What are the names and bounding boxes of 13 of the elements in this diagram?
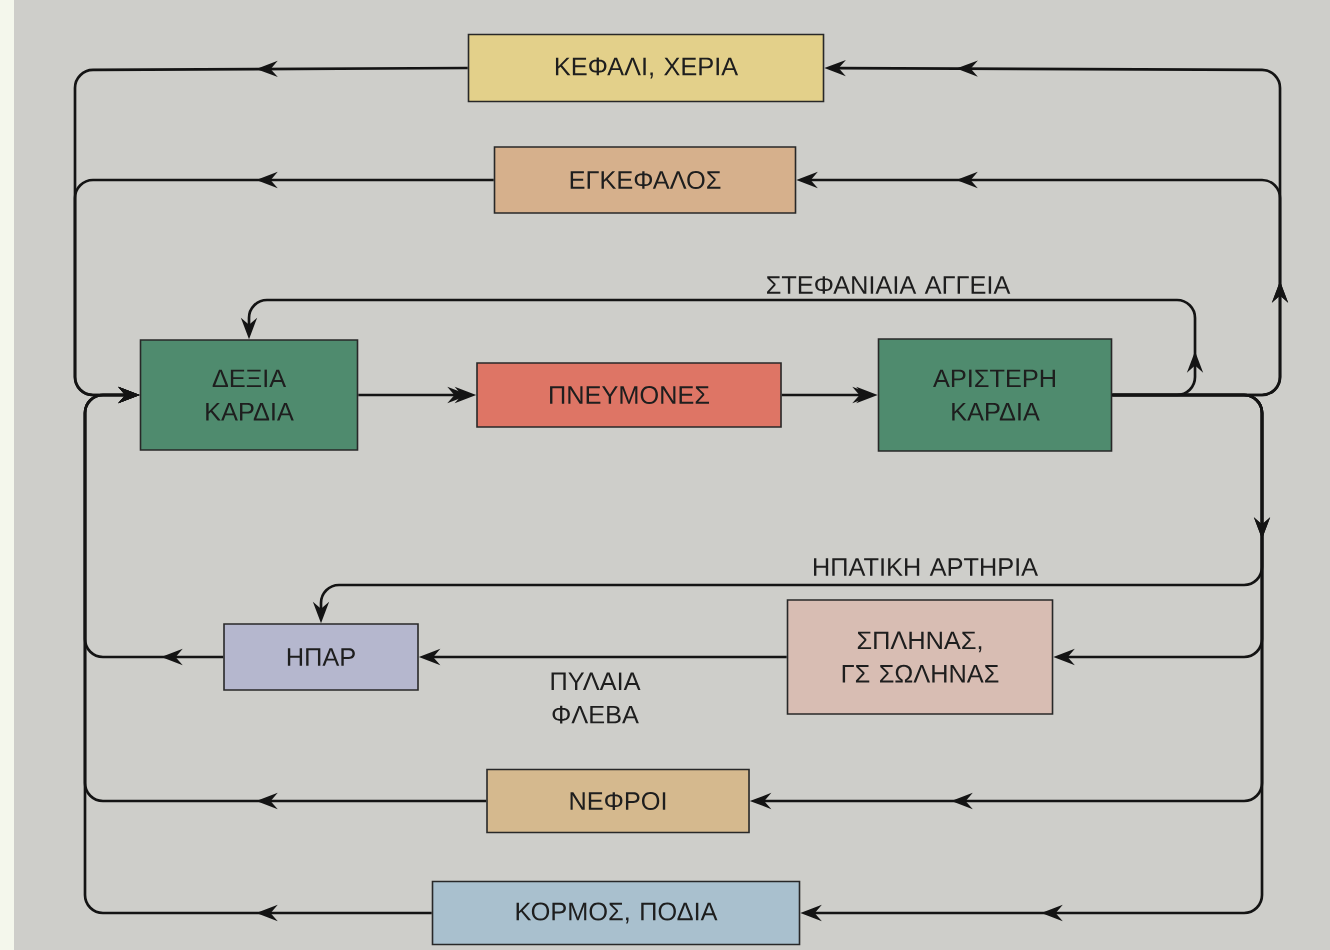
edge-label: ΠΥΛΑΙΑ ΦΛΕΒΑ <box>551 672 641 724</box>
arrow <box>83 386 432 922</box>
organ-box: ΠΝΕΥΜΟΝΕΣ <box>476 362 782 428</box>
organ-box: ΚΟΡΜΟΣ, ΠΟΔΙΑ <box>431 880 801 946</box>
organ-box: ΗΠΑΡ <box>223 623 419 691</box>
organ-box: ΚΕΦΑΛΙ, ΧΕΡΙΑ <box>467 33 825 103</box>
organ-box: ΔΕΞΙΑ ΚΑΡΔΙΑ <box>139 339 359 451</box>
edge-label: ΣΤΕΦΑΝΙΑΙΑ ΑΓΓΕΙΑ <box>767 276 1011 294</box>
organ-box: ΣΠΛΗΝΑΣ, ΓΣ ΣΩΛΗΝΑΣ <box>786 599 1054 715</box>
edge-label: ΗΠΑΤΙΚΗ ΑΡΤΗΡΙΑ <box>814 558 1038 576</box>
organ-box: ΑΡΙΣΤΕΡΗ ΚΑΡΔΙΑ <box>877 338 1113 452</box>
organ-box: ΕΓΚΕΦΑΛΟΣ <box>493 146 797 214</box>
organ-box: ΝΕΦΡΟΙ <box>486 768 750 834</box>
